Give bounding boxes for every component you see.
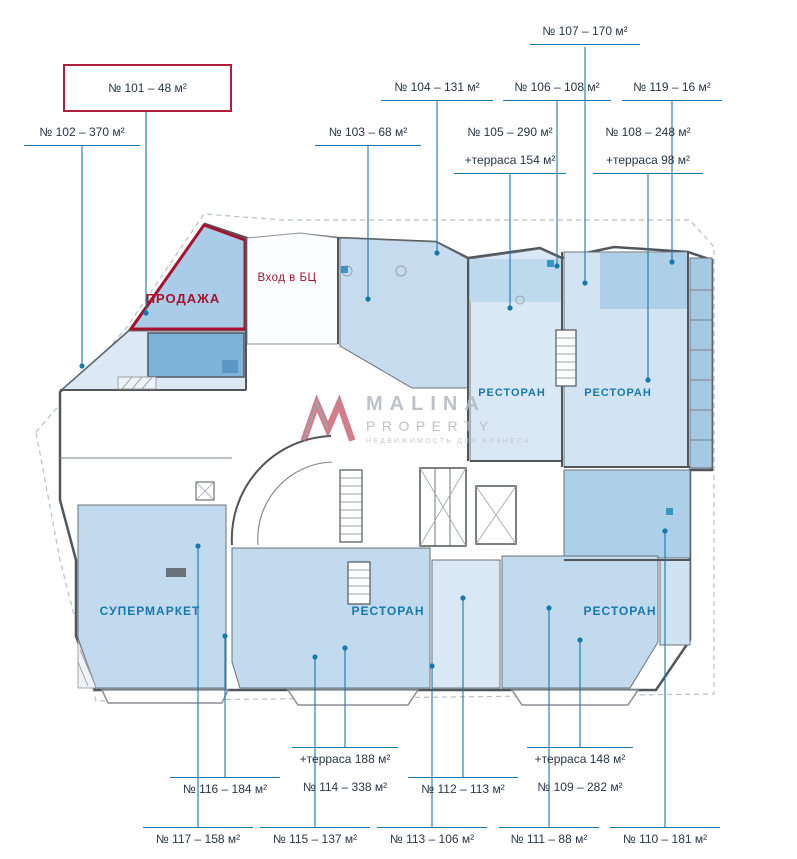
unit-112-113-area [431, 559, 501, 689]
callout-label: № 114 – 338 м² [302, 780, 388, 794]
callout-116: № 116 – 184 м² [170, 777, 280, 797]
callout-113: № 113 – 106 м² [377, 827, 487, 847]
plan-fixtures [77, 260, 673, 689]
interior-walls [60, 238, 690, 561]
brand-tagline: НЕДВИЖИМОСТЬ ДЛЯ БИЗНЕСА [366, 438, 531, 446]
unit-106-sub-area [470, 259, 562, 302]
bay-windows [100, 689, 640, 706]
restaurant-label-top-left: РЕСТОРАН [478, 387, 546, 399]
callout-label: № 115 – 137 м² [272, 832, 358, 846]
sale-unit-label: ПРОДАЖА [145, 291, 221, 306]
supermarket-label: СУПЕРМАРКЕТ [99, 604, 201, 618]
callout-label: № 108 – 248 м² [605, 125, 691, 139]
restaurant-label-top-right: РЕСТОРАН [584, 387, 652, 399]
callout-terrace-label: +терраса 98 м² [606, 153, 690, 167]
callout-112: № 112 – 113 м² [408, 777, 518, 797]
entrance-area [246, 232, 339, 345]
unit-107-sub-area [600, 253, 688, 309]
callout-label: № 109 – 282 м² [537, 780, 623, 794]
callout-114: +терраса 188 м² № 114 – 338 м² [292, 747, 398, 795]
restaurant-bl-area [231, 547, 431, 689]
anchor-dots [79, 250, 675, 669]
brand-logo-icon [300, 393, 356, 442]
callout-104: № 104 – 131 м² [381, 80, 493, 101]
corridor-lines [60, 289, 712, 546]
elevator-core [195, 467, 517, 547]
callout-label: № 106 – 108 м² [514, 80, 600, 94]
callout-terrace-label: +терраса 188 м² [299, 752, 391, 766]
callout-label: № 119 – 16 м² [633, 80, 711, 94]
callout-terrace-label: +терраса 148 м² [534, 752, 626, 766]
callout-label: № 111 – 88 м² [510, 832, 588, 846]
restaurant-br-area [501, 555, 659, 689]
callout-117: № 117 – 158 м² [143, 827, 253, 847]
restaurant-label-bottom-right: РЕСТОРАН [583, 604, 657, 618]
callout-115: № 115 – 137 м² [260, 827, 370, 847]
callout-label: № 101 – 48 м² [108, 81, 187, 95]
restaurant-label-bottom-left: РЕСТОРАН [351, 604, 425, 618]
callout-106: № 106 – 108 м² [503, 80, 611, 101]
callout-label: № 102 – 370 м² [39, 125, 125, 139]
callout-103: № 103 – 68 м² [315, 125, 421, 146]
callout-107: № 107 – 170 м² [530, 24, 640, 45]
callout-105: № 105 – 290 м² +терраса 154 м² [454, 125, 566, 174]
entrance-label: Вход в БЦ [257, 272, 317, 284]
stairs [339, 329, 577, 605]
callout-label: № 116 – 184 м² [182, 782, 268, 796]
callout-109: +терраса 148 м² № 109 – 282 м² [527, 747, 633, 795]
callout-label: № 107 – 170 м² [542, 24, 628, 38]
callout-108: № 108 – 248 м² +терраса 98 м² [593, 125, 703, 174]
callout-label: № 112 – 113 м² [421, 782, 505, 796]
callout-label: № 104 – 131 м² [394, 80, 480, 94]
callout-111: № 111 – 88 м² [499, 827, 599, 847]
callout-label: № 113 – 106 м² [389, 832, 475, 846]
unit-102-closet [222, 360, 238, 373]
callout-101-box[interactable]: № 101 – 48 м² [63, 64, 232, 112]
brand-type: PROPERTY [366, 418, 495, 434]
watermark: MALINA PROPERTY НЕДВИЖИМОСТЬ ДЛЯ БИЗНЕСА [300, 393, 531, 446]
callout-label: № 103 – 68 м² [328, 125, 408, 139]
callout-110: № 110 – 181 м² [610, 827, 720, 847]
brand-name: MALINA [366, 393, 486, 415]
callout-label: № 110 – 181 м² [622, 832, 708, 846]
rooms [60, 223, 713, 689]
supermarket-area [77, 504, 227, 689]
leader-lines [81, 47, 673, 827]
terrace-strip-right [689, 257, 713, 469]
callout-label: № 117 – 158 м² [155, 832, 241, 846]
callout-119: № 119 – 16 м² [622, 80, 722, 101]
callout-terrace-label: +терраса 154 м² [464, 153, 556, 167]
callout-label: № 105 – 290 м² [467, 125, 553, 139]
callout-102: № 102 – 370 м² [24, 125, 140, 146]
